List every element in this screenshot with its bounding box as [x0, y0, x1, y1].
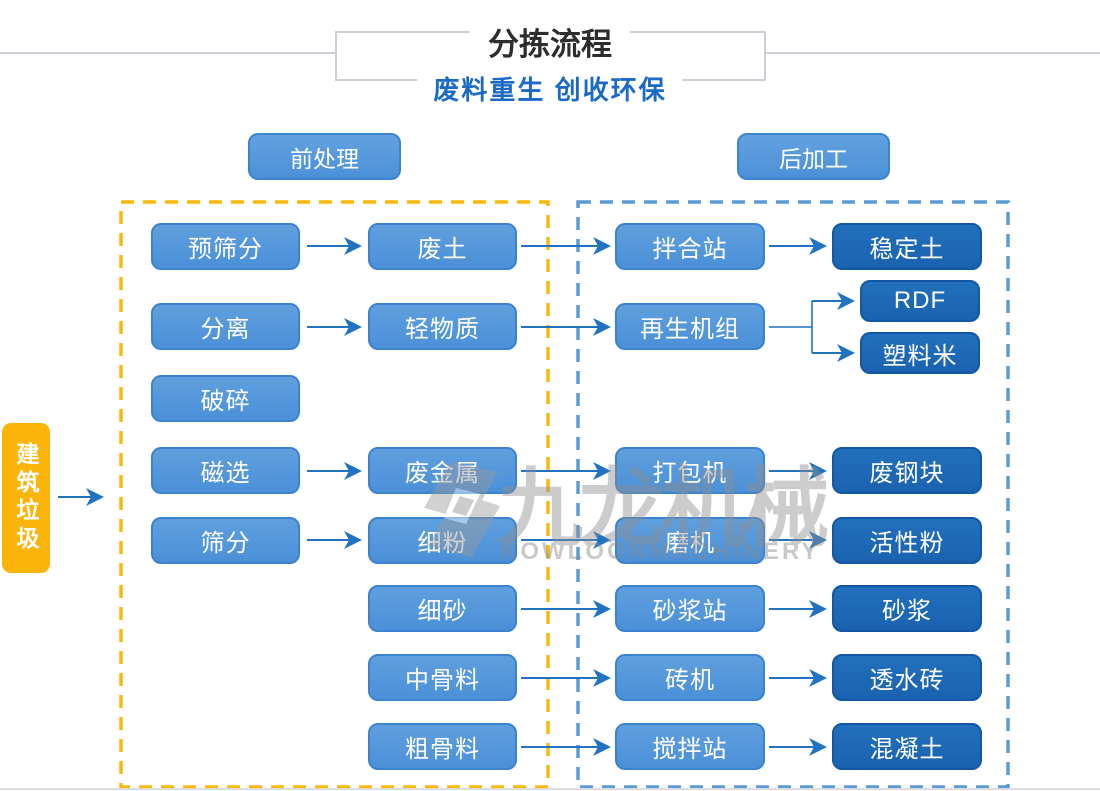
node-fine-powder: 细粉: [368, 517, 517, 564]
node-mortar: 砂浆: [832, 585, 982, 632]
source-node-construction-waste: 建筑垃圾: [2, 423, 50, 573]
node-concrete: 混凝土: [832, 723, 982, 770]
node-pre-screening: 预筛分: [151, 223, 300, 270]
page-title: 分拣流程: [470, 19, 630, 64]
page-bottom-line: [0, 788, 1100, 790]
node-brick-machine: 砖机: [615, 654, 765, 701]
node-baler: 打包机: [615, 447, 765, 494]
section-post-processing: 后加工: [737, 133, 890, 180]
node-scrap-metal: 废金属: [368, 447, 517, 494]
node-mill: 磨机: [615, 517, 765, 564]
node-light-material: 轻物质: [368, 303, 517, 350]
section-pre-processing: 前处理: [248, 133, 401, 180]
node-separation: 分离: [151, 303, 300, 350]
node-rdf: RDF: [860, 280, 980, 322]
node-medium-aggregate: 中骨料: [368, 654, 517, 701]
node-active-powder: 活性粉: [832, 517, 982, 564]
node-permeable-brick: 透水砖: [832, 654, 982, 701]
node-steel-block: 废钢块: [832, 447, 982, 494]
node-fine-sand: 细砂: [368, 585, 517, 632]
node-mortar-station: 砂浆站: [615, 585, 765, 632]
node-regen-unit: 再生机组: [615, 303, 765, 350]
node-waste-soil: 废土: [368, 223, 517, 270]
node-coarse-aggregate: 粗骨料: [368, 723, 517, 770]
node-plastic-pellets: 塑料米: [860, 332, 980, 374]
node-stirring-station: 搅拌站: [615, 723, 765, 770]
node-screening: 筛分: [151, 517, 300, 564]
page-subtitle: 废料重生 创收环保: [417, 70, 683, 107]
node-mixing-station: 拌合站: [615, 223, 765, 270]
node-stabilized-soil: 稳定土: [832, 223, 982, 270]
node-magnetic-sep: 磁选: [151, 447, 300, 494]
node-crushing: 破碎: [151, 375, 300, 422]
